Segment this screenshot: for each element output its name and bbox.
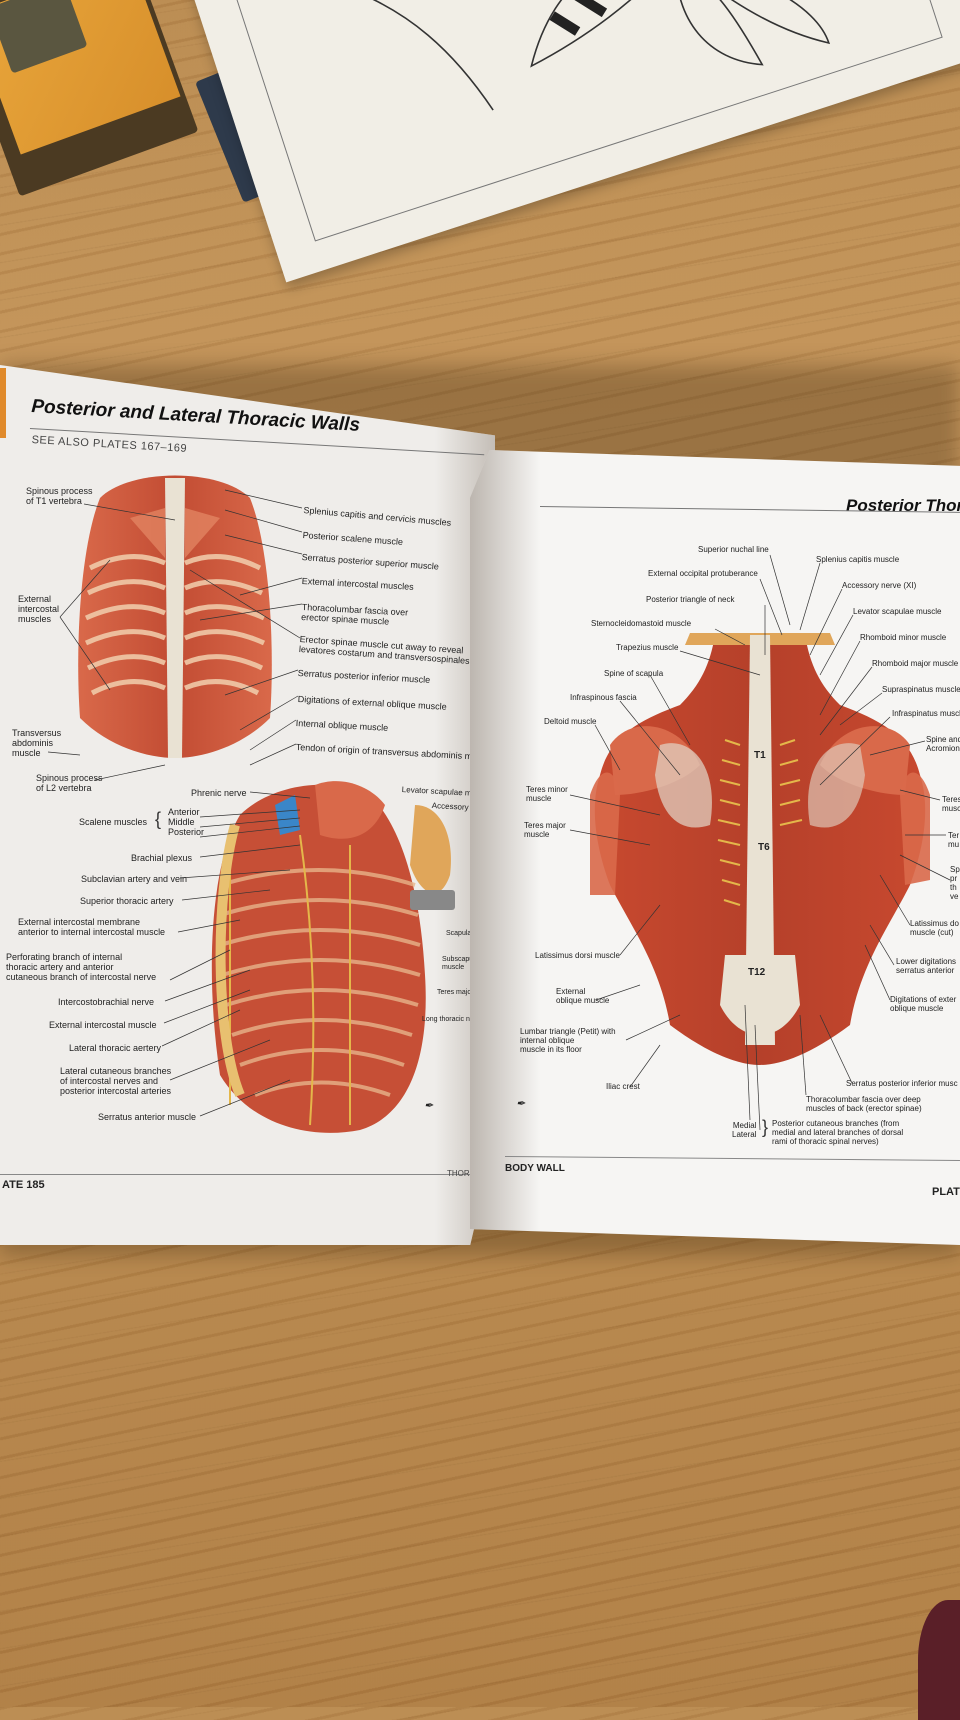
label-teres-major: Teres major muscle (437, 989, 498, 996)
label-lat-thoracic: Lateral thoracic aertery (69, 1043, 162, 1053)
label-accessory-r: Accessory nerve (XI) (842, 581, 917, 590)
footer-rule-left (0, 1174, 470, 1175)
label-scapula: Scapula (cut) (446, 930, 488, 937)
plate-number-left: ATE 185 (2, 1179, 45, 1191)
section-right: BODY WALL (505, 1163, 565, 1174)
label-t6: T6 (758, 842, 770, 853)
plate-number-right: PLAT (932, 1186, 960, 1198)
medial-lateral-brace: } (762, 1117, 769, 1137)
label-rhomboid-minor: Rhomboid minor muscle (860, 633, 947, 642)
posterior-thorax-illustration (78, 475, 272, 758)
right-leader-lines (569, 554, 951, 1131)
label-levator-r: Levator scapulae muscle (853, 607, 942, 616)
label-iliac: Iliac crest (606, 1082, 640, 1091)
label-ext-occipital: External occipital protuberance (648, 569, 758, 578)
netter-signature: ✒ (424, 1100, 434, 1112)
label-latissimus: Latissimus dorsi muscle (535, 951, 620, 960)
section-left: THOR (447, 1169, 470, 1178)
label-sternocleido: Sternocleidomastoid muscle (591, 619, 692, 628)
label-scalene: Scalene muscles (79, 817, 148, 827)
right-page-title: Posterior Thorac (846, 496, 960, 515)
coloring-book (175, 0, 960, 283)
label-t12: T12 (748, 967, 766, 978)
label-trapezius: Trapezius muscle (616, 643, 679, 652)
label-phrenic: Phrenic nerve (191, 788, 247, 798)
red-object-corner (918, 1600, 960, 1720)
left-leader-lines (47, 489, 311, 1117)
label-infraspinatus: Infraspinatus muscle (892, 709, 960, 718)
label-sup-nuchal: Superior nuchal line (698, 545, 769, 554)
label-spine-scapula: Spine of scapula (604, 669, 664, 678)
netter-signature-right: ✒ (516, 1098, 526, 1110)
label-deltoid: Deltoid muscle (544, 717, 597, 726)
label-subclavian: Subclavian artery and vein (81, 874, 188, 884)
label-supraspinatus: Supraspinatus muscle (882, 685, 960, 694)
label-sup-thoracic: Superior thoracic artery (80, 896, 174, 906)
label-brachial: Brachial plexus (131, 853, 193, 863)
label-splenius-cap: Splenius capitis muscle (816, 555, 900, 564)
label-serratus-ant: Serratus anterior muscle (98, 1112, 197, 1122)
label-long-thoracic: Long thoracic nerve (422, 1016, 484, 1023)
label-t1: T1 (754, 750, 766, 761)
back-muscles-illustration (590, 633, 930, 1065)
label-rhomboid-major: Rhomboid major muscle (872, 659, 959, 668)
label-intercostobrachial: Intercostobrachial nerve (58, 997, 155, 1007)
label-infraspinous-fascia: Infraspinous fascia (570, 693, 637, 702)
label-serratus-inf-r: Serratus posterior inferior musc (846, 1079, 958, 1088)
butterfly-drawing (348, 0, 831, 111)
scalene-brace: { (155, 809, 162, 829)
label-post-triangle: Posterior triangle of neck (646, 595, 735, 604)
label-ext-intercostal-muscle: External intercostal muscle (49, 1020, 157, 1030)
chapter-tab (0, 368, 6, 438)
